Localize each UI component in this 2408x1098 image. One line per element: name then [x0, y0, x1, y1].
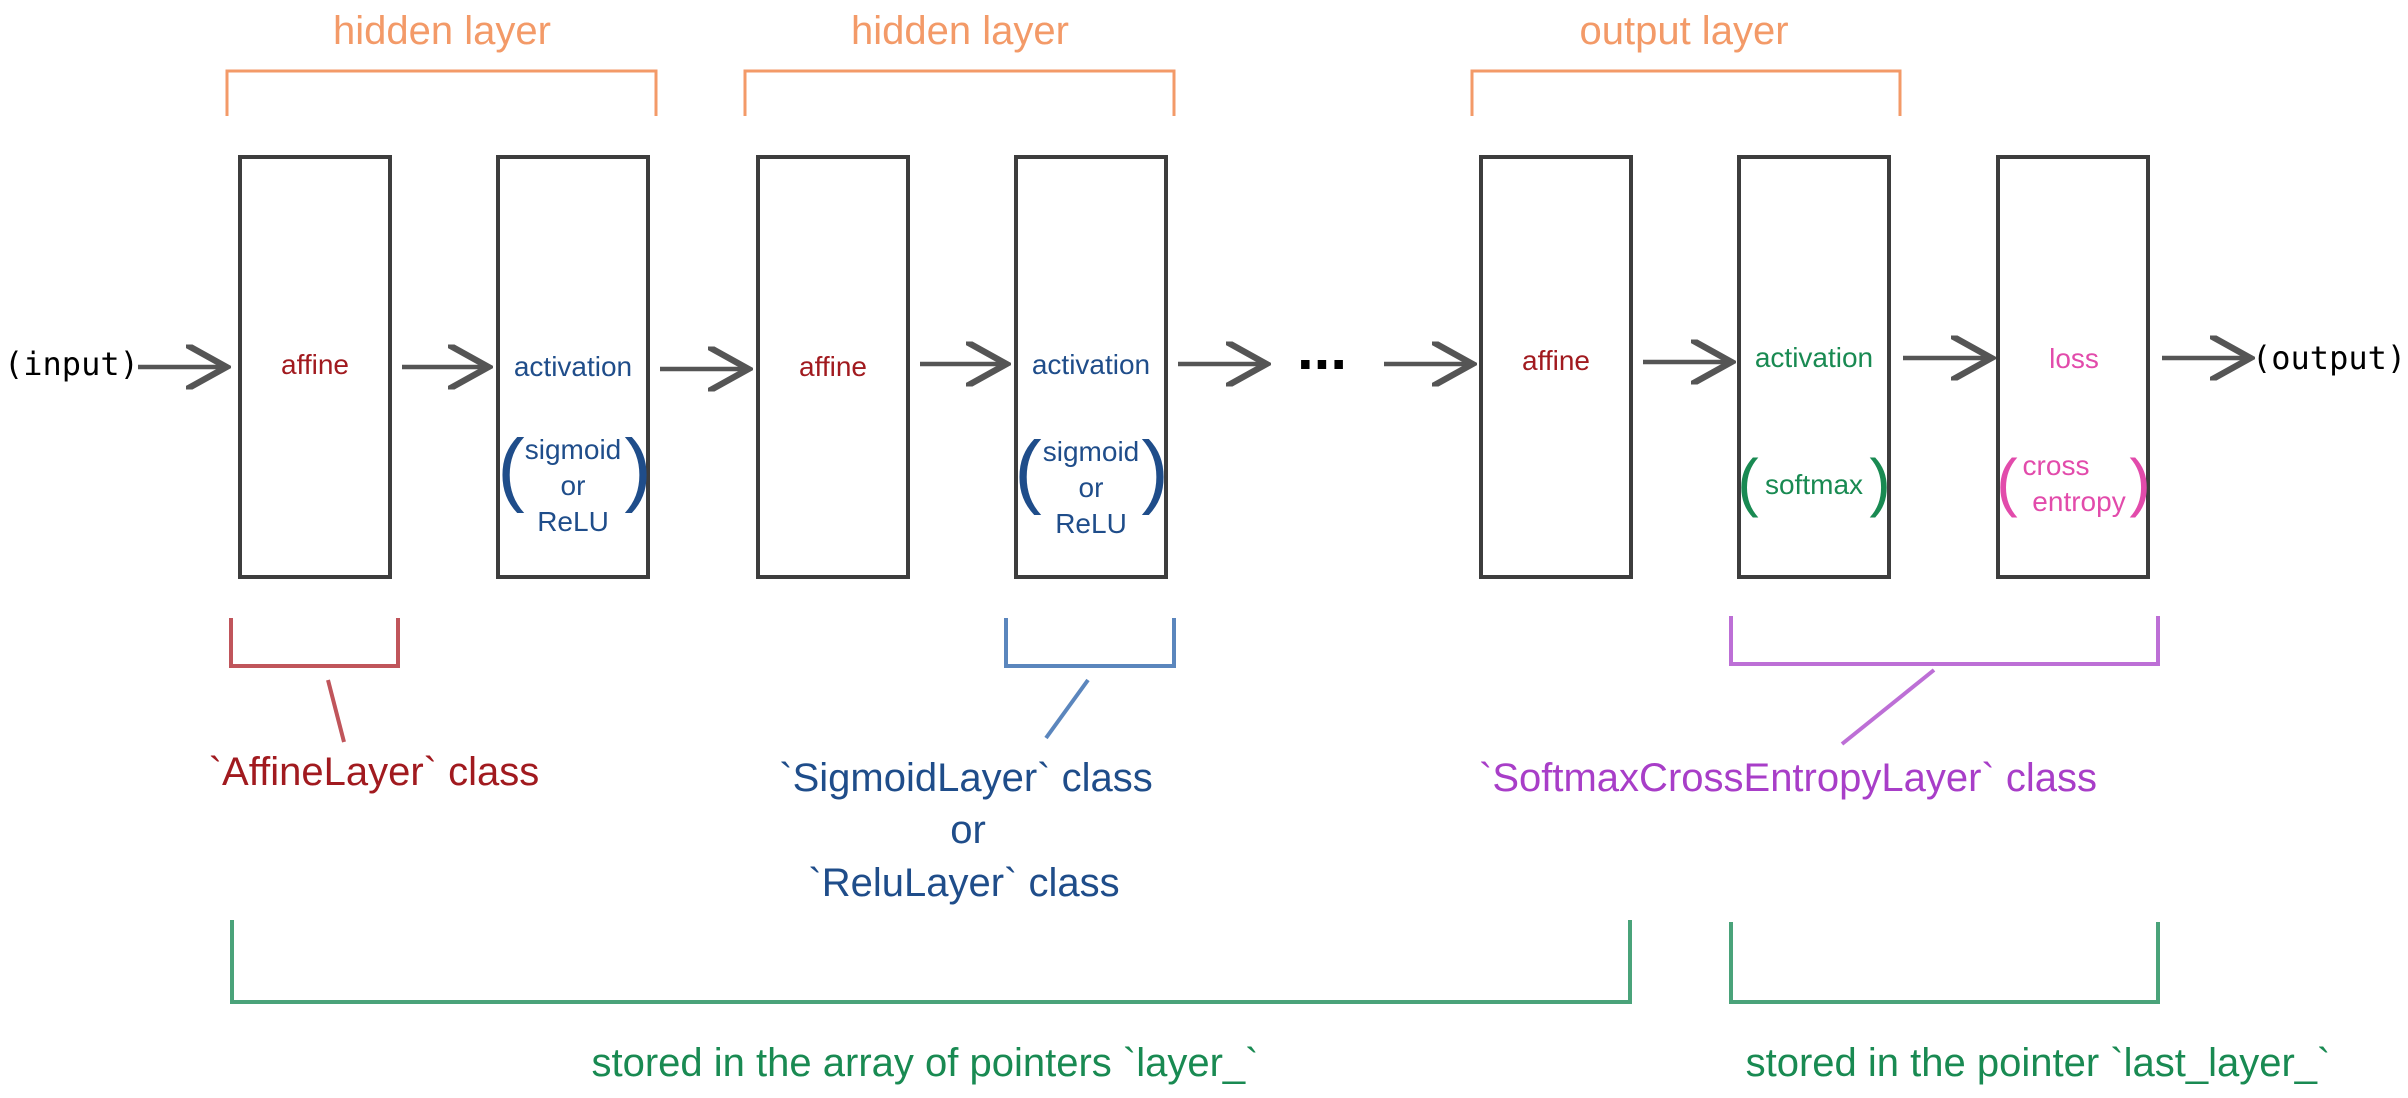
loss-sub-line-1: cross — [2023, 450, 2090, 481]
hidden-layer-1-label: hidden layer — [333, 9, 551, 53]
activation-1-sub-line-3: ReLU — [537, 506, 609, 537]
activation-1-label: activation — [514, 351, 632, 382]
sigmoid-class-bracket — [1004, 618, 1176, 740]
activation-3-label: activation — [1755, 342, 1873, 373]
output-layer-bracket — [1470, 69, 1902, 116]
affine-class-bracket — [229, 618, 400, 743]
activation-box-1 — [496, 155, 650, 579]
softmax-class-label: `SoftmaxCrossEntropyLayer` class — [1479, 756, 2097, 800]
hidden-layer-2-bracket — [743, 69, 1176, 116]
layer-array-label: stored in the array of pointers `layer_` — [592, 1041, 1259, 1085]
ellipsis: ... — [1297, 315, 1347, 382]
softmax-class-bracket — [1729, 616, 2160, 746]
last-layer-bracket — [1729, 922, 2160, 1004]
or-class-label: or — [950, 808, 986, 852]
layer-array-bracket — [230, 920, 1632, 1004]
activation-box-2 — [1014, 155, 1168, 579]
activation-3-sub-label: softmax — [1765, 469, 1863, 500]
last-layer-label: stored in the pointer `last_layer_` — [1746, 1041, 2331, 1085]
affine-box-2 — [756, 155, 910, 579]
loss-label: loss — [2049, 343, 2099, 374]
activation-3-paren-right: ) — [1869, 446, 1890, 518]
output-label: (output) — [2252, 339, 2406, 377]
activation-2-paren-right: ) — [1141, 425, 1168, 516]
output-layer-label: output layer — [1579, 9, 1788, 53]
loss-paren-right: ) — [2129, 446, 2150, 518]
activation-1-sub-line-1: sigmoid — [525, 434, 621, 465]
activation-1-paren-right: ) — [624, 423, 651, 514]
hidden-layer-2-label: hidden layer — [851, 9, 1069, 53]
loss-paren-left: ( — [1996, 446, 2017, 518]
sigmoid-class-label: `SigmoidLayer` class — [779, 756, 1152, 800]
flow-arrows — [138, 358, 2246, 369]
activation-2-label: activation — [1032, 349, 1150, 380]
loss-sub-line-2: entropy — [2032, 486, 2125, 517]
activation-3-paren-left: ( — [1737, 446, 1758, 518]
relu-class-label: `ReluLayer` class — [808, 861, 1119, 905]
activation-1-paren-left: ( — [497, 423, 524, 514]
input-label: (input) — [4, 345, 139, 383]
activation-2-sub-line-2: or — [1079, 472, 1104, 503]
affine-2-label: affine — [799, 351, 867, 382]
activation-2-paren-left: ( — [1014, 425, 1041, 516]
affine-box-1 — [238, 155, 392, 579]
activation-box-3 — [1737, 155, 1891, 579]
affine-class-label: `AffineLayer` class — [209, 750, 540, 794]
loss-box — [1996, 155, 2150, 579]
affine-1-label: affine — [281, 349, 349, 380]
activation-2-sub-line-3: ReLU — [1055, 508, 1127, 539]
affine-box-3 — [1479, 155, 1633, 579]
hidden-layer-1-bracket — [225, 69, 658, 116]
activation-1-sub-line-2: or — [561, 470, 586, 501]
affine-3-label: affine — [1522, 345, 1590, 376]
activation-2-sub-line-1: sigmoid — [1043, 436, 1139, 467]
